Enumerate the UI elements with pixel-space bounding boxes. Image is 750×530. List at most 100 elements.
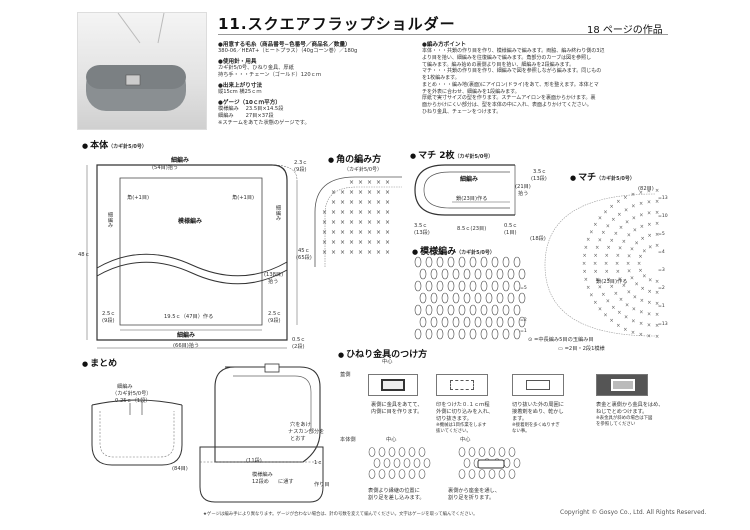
bobble-stitch <box>430 268 438 280</box>
body-side-label-left: 細編み <box>107 212 114 228</box>
pattern-legend-1: ⊙ =中長編み5目の玉編み目 <box>528 337 594 343</box>
footer-note: ★ゲージは編み手により異なります。ゲージが合わない場合は、針の号数を変えて編んで… <box>203 512 478 517</box>
fabric-stitch <box>408 469 416 479</box>
stitch-mark: × <box>647 311 651 317</box>
body-start-row: 19.5ｃ（47目）作る <box>164 314 214 320</box>
bobble-stitch <box>491 280 499 292</box>
stitch-mark: × <box>624 207 628 213</box>
stitch-mark: × <box>385 209 390 216</box>
stitch-mark: × <box>340 209 345 216</box>
pattern-chart <box>414 256 526 340</box>
bobble-stitch <box>491 304 499 316</box>
body-dim-25-right-rows: (9段) <box>268 318 281 324</box>
stitch-mark: × <box>604 261 608 267</box>
stitch-mark: × <box>616 199 620 205</box>
bobble-stitch <box>513 328 521 340</box>
pattern-row-marker: =2 <box>520 318 527 323</box>
bobble-stitch <box>425 304 433 316</box>
stitch-mark: × <box>340 249 345 256</box>
bobble-stitch <box>496 292 504 304</box>
gusset2-chain: 鎖(23目)作る <box>456 196 488 202</box>
stitch-mark: × <box>367 219 372 226</box>
points-line: マチ・・・共鎖の作り目を作り、細編みで図を参照しながら編みます。同じもの <box>422 68 602 75</box>
tools-line-1: カギ針5/0号、ひねり金具、厚紙 <box>218 65 294 72</box>
fabric-stitch <box>368 447 376 457</box>
stitch-mark: × <box>625 220 629 226</box>
gusset-row-marker: =13 <box>658 322 668 327</box>
points-text: 本体・・・共鎖の作り目を作り、模様編みで編みます。両脇、編み終わり側の3辺より目… <box>422 48 672 116</box>
stitch-mark: × <box>647 211 651 217</box>
bobble-stitch <box>458 280 466 292</box>
stitch-mark: × <box>385 199 390 206</box>
stitch-mark: × <box>655 323 659 329</box>
gusset-section-title: ●マチ（カギ針5/0号） <box>570 173 635 183</box>
stitch-mark: × <box>340 199 345 206</box>
stitch-mark: × <box>367 239 372 246</box>
stitch-mark: × <box>647 334 651 340</box>
size-heading: ●出来上がり寸法 <box>218 83 263 90</box>
bobble-stitch <box>425 256 433 268</box>
yarn-line: 380-06／HEAT+（ヒートプラス）（40gコーン巻）／180g <box>218 48 358 54</box>
finish-side: 作り目 <box>314 482 330 488</box>
stitch-mark: × <box>631 330 635 336</box>
stitch-mark: × <box>616 323 620 329</box>
stitch-mark: × <box>358 249 363 256</box>
finish-section-title: ●まとめ <box>82 359 118 369</box>
stitch-mark: × <box>648 233 652 239</box>
fabric-stitch <box>513 458 521 468</box>
stitch-mark: × <box>616 253 620 259</box>
stitch-mark: × <box>632 216 636 222</box>
stitch-mark: × <box>331 219 336 226</box>
stitch-mark: × <box>367 189 372 196</box>
bobble-stitch <box>463 292 471 304</box>
body-pattern-label: 模様編み <box>178 218 203 225</box>
clasp-body-center-1: 中心 <box>386 437 397 443</box>
stitch-mark: × <box>647 200 651 206</box>
body-bottom-label: 細編み <box>177 332 196 339</box>
stitch-mark: × <box>601 292 605 298</box>
points-line: チを外表に合わせ、細編みを1段編みます。 <box>422 88 520 95</box>
fabric-stitch <box>423 458 431 468</box>
stitch-mark: × <box>631 204 635 210</box>
gusset-chart: ××××××××××××××××××××××××××××××××××××××××… <box>544 188 659 340</box>
stitch-mark: × <box>619 225 623 231</box>
points-heading: ●編み方ポイント <box>422 42 467 48</box>
bobble-stitch <box>480 304 488 316</box>
stitch-mark: × <box>606 223 610 229</box>
body-dim-25-left: 2.5ｃ <box>102 311 116 317</box>
stitch-mark: × <box>340 189 345 196</box>
stitch-mark: × <box>358 209 363 216</box>
stitch-mark: × <box>367 249 372 256</box>
gauge-note: ※スチームをあてた状態のゲージです。 <box>218 120 310 127</box>
clasp-body-center-2: 中心 <box>460 437 471 443</box>
bobble-stitch <box>436 304 444 316</box>
stitch-mark: × <box>655 243 659 249</box>
stitch-mark: × <box>595 245 599 251</box>
stitch-mark: × <box>640 298 644 304</box>
fabric-stitch <box>478 469 486 479</box>
gusset2-dim-05b: (1目) <box>504 230 517 236</box>
bobble-stitch <box>447 280 455 292</box>
bobble-stitch <box>485 292 493 304</box>
bobble-stitch <box>502 280 510 292</box>
fabric-stitch <box>458 447 466 457</box>
stitch-mark: × <box>349 239 354 246</box>
points-line: 本体・・・共鎖の作り目を作り、模様編みで編みます。両脇、編み終わり側の3辺 <box>422 48 605 54</box>
stitch-mark: × <box>605 269 609 275</box>
gauge-heading: ●ゲージ（10ｃｍ平方） <box>218 100 281 107</box>
stitch-mark: × <box>655 221 659 227</box>
tools-line-2: 持ち手・・・チェーン（ゴールド）120ｃｍ <box>218 72 322 79</box>
stitch-mark: × <box>655 210 659 216</box>
body-side-pick: (138目) <box>264 272 284 278</box>
stitch-mark: × <box>618 246 622 252</box>
bobble-stitch <box>414 328 422 340</box>
points-line: ひねり金具、チェーンをつけます。 <box>422 108 502 115</box>
pattern-legend-2: ▭ =2目・2段1模様 <box>558 346 605 352</box>
stitch-mark: × <box>635 282 639 288</box>
fabric-stitch <box>418 447 426 457</box>
points-line: より目を拾い、細編みを往復編みで編みます。角部分のカーブは図を参照し <box>422 54 592 61</box>
finish-left-diagram <box>91 399 183 466</box>
body-height-48: 48ｃ <box>78 252 90 258</box>
stitch-mark: × <box>610 284 614 290</box>
stitch-mark: × <box>385 239 390 246</box>
